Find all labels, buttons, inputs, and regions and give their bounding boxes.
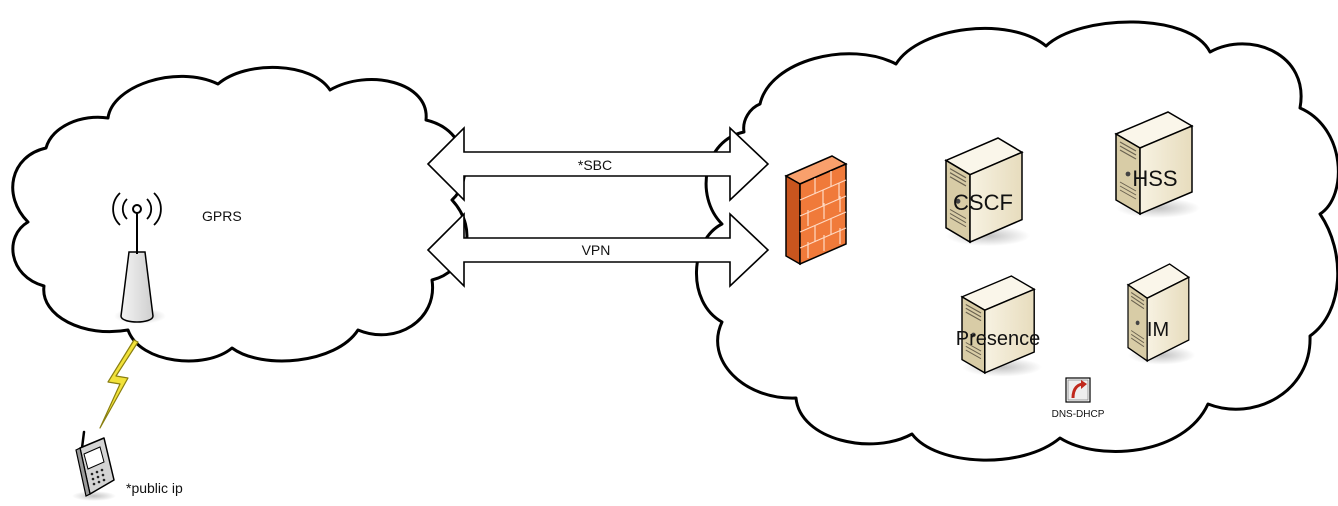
gprs-label: GPRS bbox=[202, 208, 242, 224]
dns-dhcp-label: DNS-DHCP bbox=[1052, 409, 1105, 420]
public-ip-label: *public ip bbox=[126, 480, 183, 496]
presence-server bbox=[961, 275, 1043, 378]
im-server bbox=[1127, 263, 1196, 366]
hss-server bbox=[1115, 111, 1201, 219]
hss-label: HSS bbox=[1132, 166, 1177, 191]
mobile-phone-icon bbox=[72, 430, 116, 501]
radio-tower-icon bbox=[112, 192, 166, 324]
server-tower-icon bbox=[1115, 111, 1201, 219]
lightning-bolt-icon bbox=[99, 339, 139, 429]
server-tower-icon bbox=[961, 275, 1043, 378]
cscf-label: CSCF bbox=[953, 190, 1013, 215]
server-tower-icon bbox=[1127, 263, 1196, 366]
shortcut-arrow-icon bbox=[1065, 377, 1091, 403]
sbc-label: *SBC bbox=[578, 157, 612, 173]
vpn-label: VPN bbox=[582, 242, 611, 258]
sbc-arrow bbox=[426, 126, 770, 202]
brick-firewall-icon bbox=[784, 155, 848, 266]
im-label: IM bbox=[1147, 319, 1169, 341]
vpn-arrow bbox=[426, 212, 770, 288]
presence-label: Presence bbox=[956, 328, 1041, 350]
